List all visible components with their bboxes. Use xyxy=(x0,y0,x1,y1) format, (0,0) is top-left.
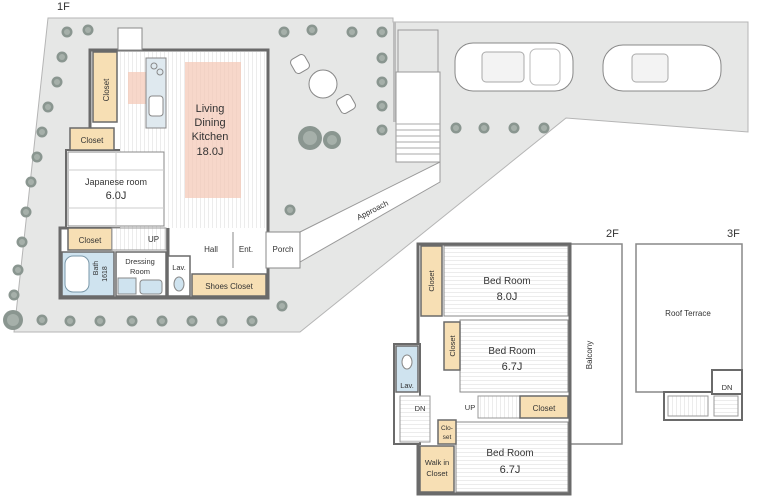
balcony xyxy=(569,243,623,445)
bed-room-3-size: 6.7J xyxy=(500,464,521,476)
closet-2f-d xyxy=(437,419,457,445)
walk-in-closet-label-2: Closet xyxy=(426,469,448,478)
sink-icon xyxy=(139,279,163,295)
floor-label-2f: 2F xyxy=(606,228,619,240)
tree-icon xyxy=(3,126,341,330)
ldk-label: Living Dining Kitchen 18.0J xyxy=(192,103,229,158)
ldk-label-dining: Dining xyxy=(194,117,225,129)
bed-room-1 xyxy=(443,245,569,317)
car-icon xyxy=(454,42,574,92)
japanese-room-label: Japanese room xyxy=(85,177,147,187)
chair-icon xyxy=(290,54,356,114)
closet-small-label: Closet xyxy=(81,136,104,145)
balcony-label: Balcony xyxy=(585,341,594,369)
bed-room-2 xyxy=(459,319,569,393)
stairs-icon xyxy=(111,227,167,251)
dressing-label: Dressing xyxy=(125,257,155,266)
bath-label: Bath xyxy=(93,261,100,276)
closet-2f-c-label: Closet xyxy=(533,404,556,413)
entrance-label: Ent. xyxy=(239,245,253,254)
walk-in-closet-label: Walk in xyxy=(425,458,449,467)
japanese-room-size: 6.0J xyxy=(106,190,127,202)
closet-2f-b-label: Closet xyxy=(448,334,457,356)
closet-2f-b xyxy=(443,321,461,371)
up-label-2f: UP xyxy=(465,403,475,412)
stairs-icon xyxy=(667,395,739,417)
lav-label-1f: Lav. xyxy=(172,263,186,272)
up-label-1f: UP xyxy=(148,235,159,244)
closet-2f-d-label-2: set xyxy=(443,434,452,441)
bed-room-2-size: 6.7J xyxy=(502,361,523,373)
hall-label: Hall xyxy=(204,245,218,254)
table-icon xyxy=(308,69,338,99)
stairs-icon xyxy=(399,395,521,443)
lavatory-1f xyxy=(167,255,191,297)
closet-2f-d-label: Clo- xyxy=(441,425,453,432)
entry-steps xyxy=(395,71,441,163)
closet-2f-c xyxy=(519,395,569,419)
walk-in-closet xyxy=(419,445,455,493)
porch-label: Porch xyxy=(273,245,294,254)
dn-label-3f: DN xyxy=(722,383,733,392)
closet-small-1f xyxy=(69,127,115,151)
closet-tall-1f xyxy=(92,51,118,123)
stairs-icon xyxy=(396,123,440,155)
bed-room-3 xyxy=(455,421,569,493)
shoes-closet-label: Shoes Closet xyxy=(205,282,253,291)
bath-size: 1618 xyxy=(102,266,109,282)
ldk-highlight xyxy=(185,62,241,198)
driveway-wall xyxy=(393,22,396,122)
floor-label-1f: 1F xyxy=(57,1,70,13)
car-icon xyxy=(602,44,722,92)
shoes-closet xyxy=(191,273,267,297)
porch xyxy=(265,231,301,269)
ldk-label-living: Living xyxy=(196,103,225,115)
closet-2f-a xyxy=(420,245,443,317)
bed-room-1-size: 8.0J xyxy=(497,291,518,303)
closet-lower-label: Closet xyxy=(79,236,102,245)
roof-terrace xyxy=(635,243,743,393)
bed-room-1-label: Bed Room xyxy=(483,276,530,287)
ldk-size: 18.0J xyxy=(197,146,224,158)
floor-label-3f: 3F xyxy=(727,228,740,240)
toilet-icon xyxy=(401,354,413,370)
closet-tall-label: Closet xyxy=(102,78,111,101)
bed-room-2-label: Bed Room xyxy=(488,346,535,357)
closet-2f-a-label: Closet xyxy=(427,269,436,291)
bathtub-icon xyxy=(64,255,90,293)
dressing-label-2: Room xyxy=(130,267,150,276)
dn-label-2f: DN xyxy=(415,404,426,413)
toilet-icon xyxy=(173,276,185,292)
ldk-label-kitchen: Kitchen xyxy=(192,131,229,143)
lav-label-2f: Lav. xyxy=(400,381,414,390)
sink-icon xyxy=(148,95,164,117)
roof-terrace-label: Roof Terrace xyxy=(665,309,711,318)
bed-room-3-label: Bed Room xyxy=(486,448,533,459)
